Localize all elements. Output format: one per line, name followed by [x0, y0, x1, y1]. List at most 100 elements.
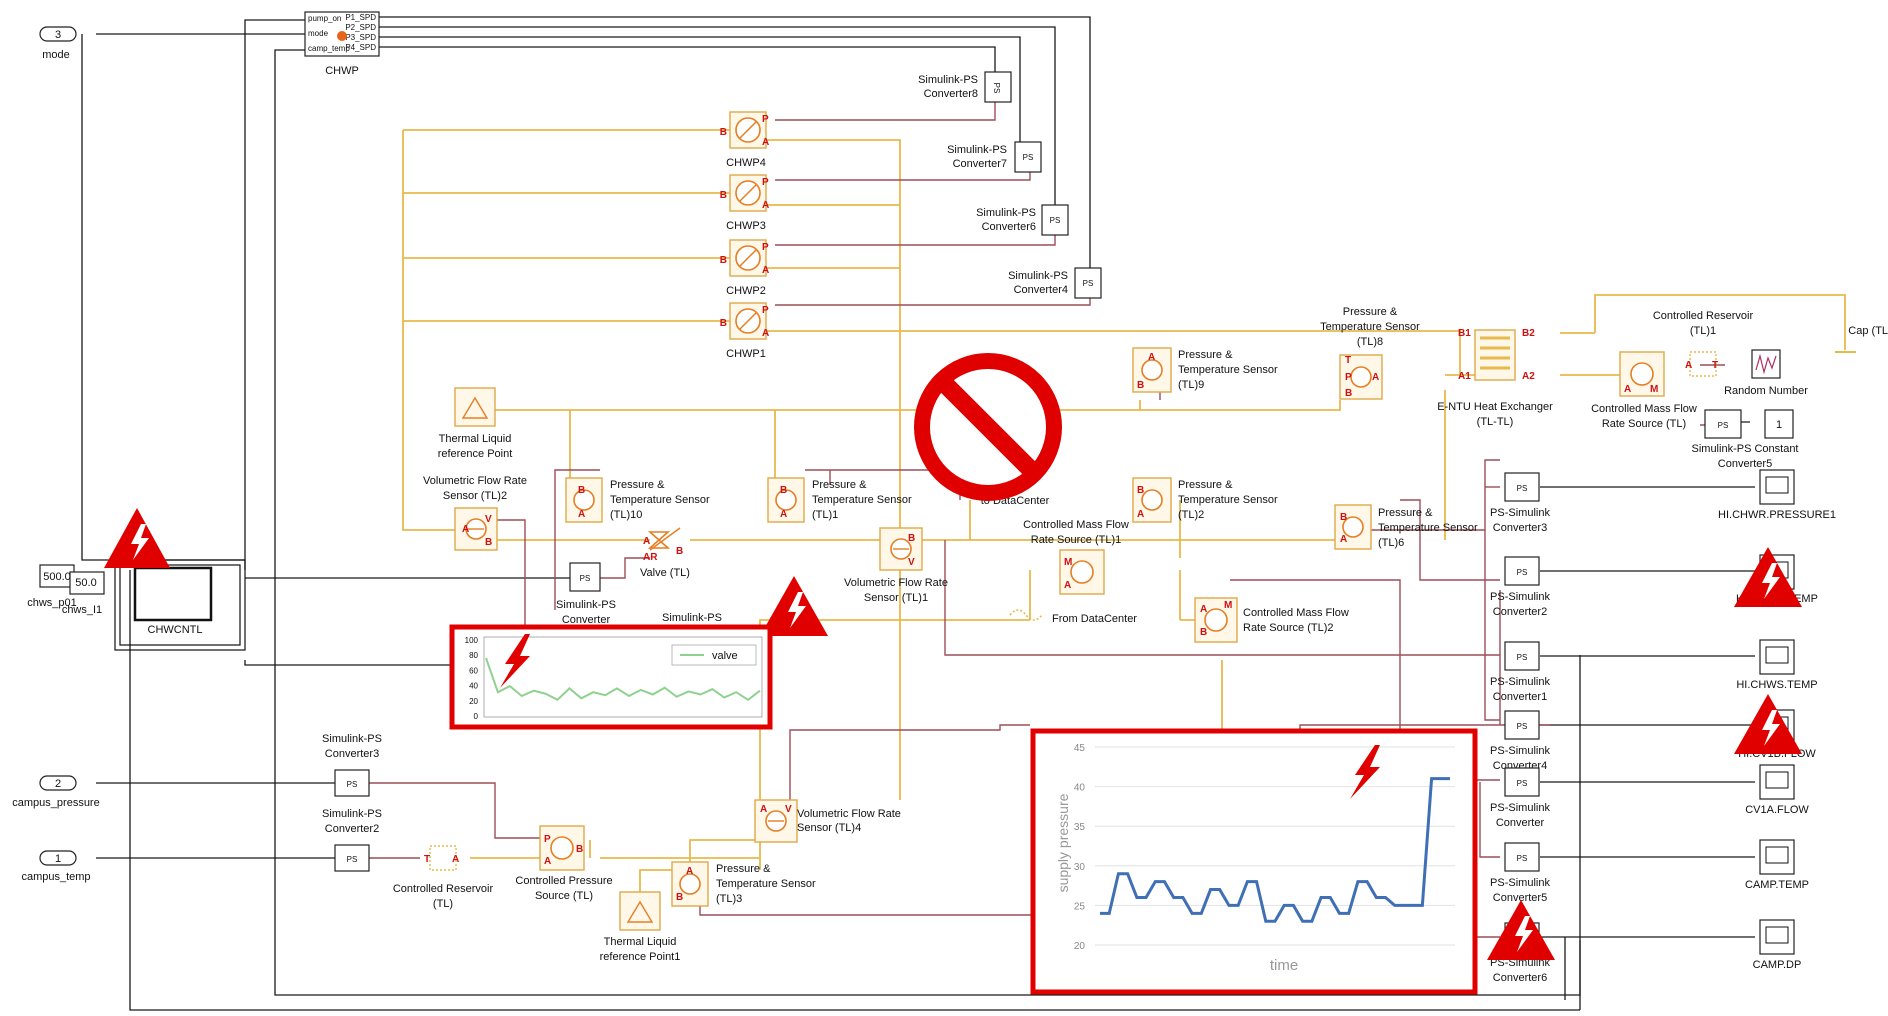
sl-ps-converter-3[interactable]: PS Simulink-PS Converter3 — [322, 733, 382, 796]
inport-label: campus_pressure — [12, 797, 99, 809]
random-number-block[interactable]: Random Number — [1724, 350, 1808, 397]
ps-sl-converter-3[interactable]: PS PS-Simulink Converter3 — [1490, 473, 1550, 534]
entu-heat-exchanger[interactable]: B1 B2 A1 A2 E-NTU Heat Exchanger (TL-TL) — [1437, 328, 1553, 428]
block-label-2: Rate Source (TL)1 — [1031, 534, 1121, 546]
chwcntl-block[interactable]: 500.0 chws_p01 50.0 chws_I1 CHWCNTL — [27, 560, 245, 650]
inport-mode[interactable]: 3 mode — [40, 27, 76, 61]
from-datacenter-block[interactable]: From DataCenter — [1010, 610, 1137, 625]
converter-line2: Converter2 — [1493, 606, 1547, 618]
chwp-output-2: P3_SPD — [345, 33, 376, 42]
pump-chwp2[interactable]: B P A CHWP2 — [720, 240, 769, 297]
valve-chart: 100806040200 valve — [452, 627, 770, 727]
chwp-subsystem-block[interactable]: pump_on mode camp_temp P1_SPD P2_SPD P3_… — [305, 12, 379, 77]
converter-line1: PS-Simulink — [1490, 745, 1550, 757]
valve-y-tick-label: 20 — [469, 697, 478, 706]
port-b2: B2 — [1522, 328, 1535, 339]
converter-line1: Simulink-PS — [322, 733, 382, 745]
valve-label: Valve (TL) — [640, 567, 690, 579]
block-label-3: (TL)3 — [716, 893, 742, 905]
port-a: A — [643, 536, 650, 547]
constant-block[interactable]: 1 — [1765, 410, 1793, 438]
sl-ps-converter-8[interactable]: PS Simulink-PS Converter8 — [918, 72, 1011, 102]
block-label-1: E-NTU Heat Exchanger — [1437, 401, 1553, 413]
controlled-mass-flow-source-1[interactable]: M A Controlled Mass Flow Rate Source (TL… — [1023, 519, 1129, 594]
thermal-liquid-reference-point1[interactable]: Thermal Liquid reference Point1 — [600, 892, 681, 963]
controlled-reservoir-1[interactable]: A T Controlled Reservoir (TL)1 — [1653, 310, 1754, 376]
prohibition-icon — [922, 361, 1054, 493]
block-label-3: (TL)8 — [1357, 336, 1383, 348]
scope-cv1a-flow[interactable]: CV1A.FLOW — [1745, 765, 1809, 816]
warning-triangle-icon — [1487, 900, 1555, 960]
converter-line2: Converter3 — [1493, 522, 1547, 534]
valve-y-tick-label: 80 — [469, 651, 478, 660]
converter-line2: Converter — [1496, 817, 1545, 829]
block-label-2: Sensor (TL)1 — [864, 592, 928, 604]
chwp-input-0: pump_on — [308, 14, 341, 23]
scope-camp-dp[interactable]: CAMP.DP — [1753, 920, 1802, 971]
ps-sl-converter-5[interactable]: PS PS-Simulink Converter5 — [1490, 843, 1550, 904]
volumetric-flow-rate-sensor-4[interactable]: A V Volumetric Flow Rate Sensor (TL)4 — [755, 800, 901, 842]
block-label-1: Pressure & — [1343, 306, 1398, 318]
port-b: B — [1340, 512, 1347, 523]
inport-campus-pressure[interactable]: 2 campus_pressure — [12, 776, 99, 809]
port-a: A — [762, 328, 769, 339]
block-label-3: (TL)1 — [812, 509, 838, 521]
ps-sl-converter-1[interactable]: PS PS-Simulink Converter1 — [1490, 642, 1550, 703]
block-label-1: Controlled Mass Flow — [1591, 403, 1697, 415]
pt-sensor-2[interactable]: B A Pressure & Temperature Sensor (TL)2 — [1133, 478, 1278, 522]
pt-sensor-1[interactable]: B A Pressure & Temperature Sensor (TL)1 — [768, 478, 912, 522]
sl-ps-converter-6[interactable]: PS Simulink-PS Converter6 — [976, 205, 1068, 235]
chwp-output-1: P2_SPD — [345, 23, 376, 32]
port-b: B — [720, 255, 727, 266]
pressure-y-tick-label: 20 — [1074, 941, 1086, 952]
ps-sl-converter-2[interactable]: PS PS-Simulink Converter2 — [1490, 557, 1550, 618]
valve-legend: valve — [672, 645, 756, 665]
scope-label: CV1A.FLOW — [1745, 804, 1809, 816]
block-label-1: Controlled Reservoir — [393, 883, 494, 895]
scope-hi-chwr-pressure1[interactable]: HI.CHWR.PRESSURE1 — [1718, 470, 1836, 521]
controlled-mass-flow-source[interactable]: A M Controlled Mass Flow Rate Source (TL… — [1591, 352, 1697, 430]
pt-sensor-9[interactable]: B A Pressure & Temperature Sensor (TL)9 — [1133, 348, 1278, 392]
sl-ps-converter-valve[interactable]: PS Simulink-PS Converter — [556, 563, 616, 626]
block-label-2: reference Point1 — [600, 951, 681, 963]
sl-ps-converter-4[interactable]: PS Simulink-PS Converter4 — [1008, 268, 1101, 298]
thermal-liquid-reference-point[interactable]: Thermal Liquid reference Point — [438, 388, 513, 460]
port-p: P — [762, 114, 769, 125]
block-label-1: Volumetric Flow Rate — [797, 808, 901, 820]
block-label-2: Temperature Sensor — [1178, 364, 1278, 376]
pt-sensor-3[interactable]: A B Pressure & Temperature Sensor (TL)3 — [672, 862, 816, 906]
ps-glyph: PS — [1517, 484, 1528, 493]
pump-chwp3[interactable]: B P A CHWP3 — [720, 175, 769, 232]
block-label-2: (TL) — [433, 898, 453, 910]
inport-campus-temp[interactable]: 1 campus_temp — [21, 851, 90, 883]
sl-ps-converter-7[interactable]: PS Simulink-PS Converter7 — [947, 142, 1041, 172]
block-label-2: Temperature Sensor — [716, 878, 816, 890]
ps-glyph: PS — [1517, 653, 1528, 662]
converter-line1: Simulink-PS — [947, 144, 1007, 156]
block-label-2: Temperature Sensor — [1178, 494, 1278, 506]
converter-line1: PS-Simulink — [1490, 676, 1550, 688]
block-label-2: Sensor (TL)4 — [797, 822, 861, 834]
volumetric-flow-rate-sensor-2[interactable]: A V B Volumetric Flow Rate Sensor (TL)2 — [423, 475, 527, 550]
cap-block[interactable]: Cap (TL) — [1835, 325, 1888, 352]
pump-label: CHWP3 — [726, 220, 766, 232]
scope-camp-temp[interactable]: CAMP.TEMP — [1745, 840, 1809, 891]
sl-ps-converter-2[interactable]: PS Simulink-PS Converter2 — [322, 808, 382, 871]
port-a1: A1 — [1458, 371, 1471, 382]
valve-tl[interactable]: A AR B Valve (TL) — [640, 528, 690, 579]
controlled-reservoir[interactable]: T A Controlled Reservoir (TL) — [393, 846, 494, 910]
port-v: V — [908, 557, 915, 568]
scope-hi-chws-temp[interactable]: HI.CHWS.TEMP — [1736, 640, 1817, 691]
pump-chwp1[interactable]: B P A CHWP1 — [720, 303, 769, 360]
converter-line1: PS-Simulink — [1490, 877, 1550, 889]
pt-sensor-10[interactable]: B A Pressure & Temperature Sensor (TL)10 — [566, 478, 710, 522]
converter-line2: Converter7 — [953, 158, 1007, 170]
pt-sensor-6[interactable]: B A Pressure & Temperature Sensor (TL)6 — [1335, 505, 1478, 549]
pump-chwp4[interactable]: B P A CHWP4 — [720, 112, 769, 169]
port-b: B — [1137, 380, 1144, 391]
pt-sensor-8[interactable]: T P B A Pressure & Temperature Sensor (T… — [1320, 306, 1420, 399]
ps-sl-converter[interactable]: PS PS-Simulink Converter — [1490, 768, 1550, 829]
inport-number: 3 — [55, 29, 61, 41]
controlled-mass-flow-source-2[interactable]: A M B Controlled Mass Flow Rate Source (… — [1195, 598, 1349, 642]
